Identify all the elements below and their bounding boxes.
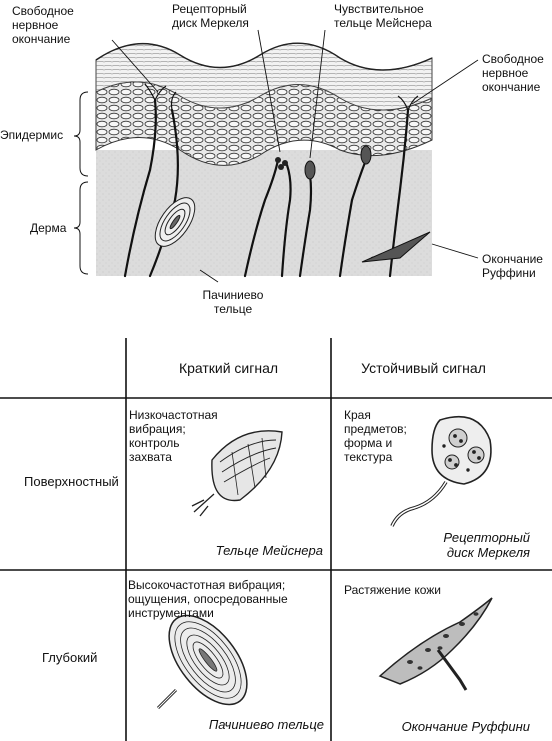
ruffini-ending-drawing: [378, 597, 493, 691]
column-header-short-signal: Краткий сигнал: [178, 360, 279, 376]
label-pacinian-corpuscle: Пачиниево тельце: [202, 288, 264, 316]
cell-surface-sustained-receptor-name: Рецепторный диск Меркеля: [443, 530, 530, 560]
cell-deep-sustained-receptor-name: Окончание Руффини: [401, 719, 530, 734]
cell-surface-short-description: Низкочастотная вибрация; контроль захват…: [129, 408, 218, 464]
cell-deep-short-receptor-name: Пачиниево тельце: [208, 717, 324, 732]
label-free-nerve-ending-right: Свободное нервное окончание: [482, 52, 544, 94]
label-dermis: Дерма: [30, 221, 67, 235]
pacinian-corpuscle-shape: [154, 197, 196, 247]
skin-cross-section-illustration: [73, 29, 479, 283]
cell-deep-sustained-description: Растяжение кожи: [344, 583, 441, 597]
dermis-layer: [96, 150, 432, 276]
meissner-corpuscle-drawing: [191, 430, 283, 517]
row-header-deep: Глубокий: [42, 650, 98, 665]
pacinian-corpuscle-drawing: [156, 614, 248, 710]
merkel-disc-drawing: [390, 416, 492, 527]
cell-surface-sustained-description: Края предметов; форма и текстура: [344, 408, 407, 464]
meissner-corpuscle-shape: [304, 160, 316, 180]
merkel-disc-cluster: [275, 157, 288, 170]
column-header-sustained-signal: Устойчивый сигнал: [361, 360, 486, 376]
label-meissner-corpuscle: Чувствительное тельце Мейснера: [334, 2, 432, 30]
label-merkel-disc: Рецепторный диск Меркеля: [172, 2, 249, 30]
label-ruffini-ending: Окончание Руффини: [482, 252, 543, 280]
row-header-surface: Поверхностный: [24, 474, 119, 489]
cell-surface-short-receptor-name: Тельце Мейснера: [215, 543, 323, 558]
cell-deep-short-description: Высокочастотная вибрация; ощущения, опос…: [128, 578, 288, 620]
label-epidermis: Эпидермис: [0, 128, 64, 142]
ruffini-ending-shape: [361, 231, 431, 263]
label-free-nerve-ending-left: Свободное нервное окончание: [12, 4, 74, 46]
